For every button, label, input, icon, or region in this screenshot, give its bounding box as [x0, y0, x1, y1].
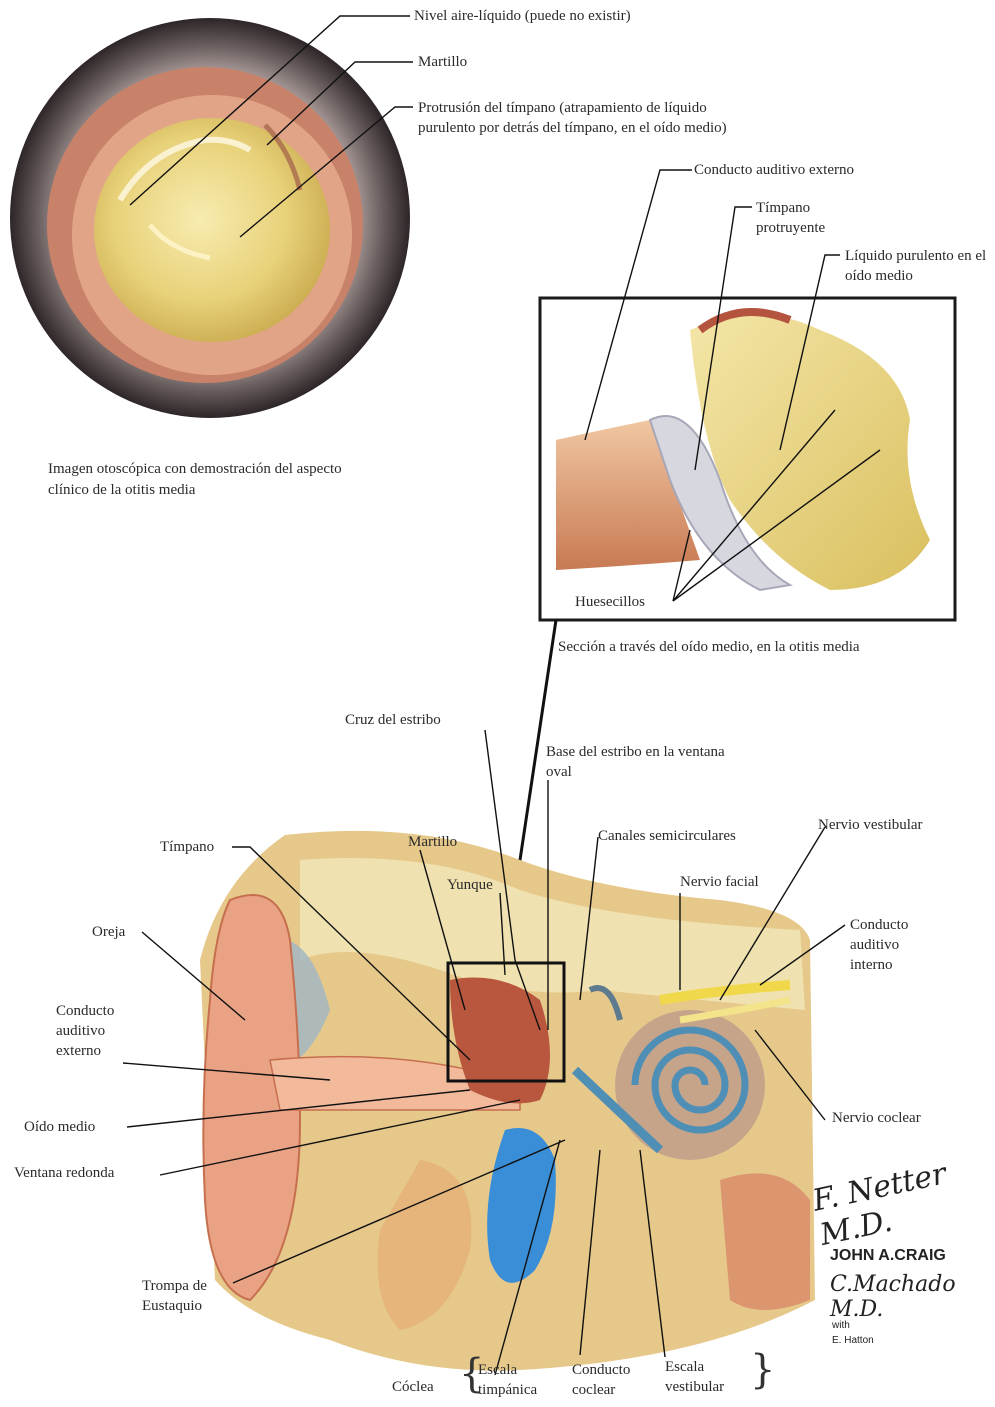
- label-external-canal-ear: Conducto auditivo externo: [56, 1001, 151, 1061]
- label-incus: Yunque: [447, 875, 493, 895]
- label-round-window: Ventana redonda: [14, 1163, 114, 1183]
- right-brace-icon: }: [750, 1350, 775, 1390]
- label-cochlear-nerve: Nervio coclear: [832, 1108, 921, 1128]
- ear-cross-section: [200, 831, 815, 1371]
- label-auricle: Oreja: [92, 922, 125, 942]
- signature-machado: C.Machado M.D.: [830, 1272, 995, 1322]
- caption-section: Sección a través del oído medio, en la o…: [558, 637, 988, 658]
- label-cochlear-duct: Conducto coclear: [572, 1360, 662, 1400]
- label-scala-tympani: Escala timpánica: [478, 1360, 548, 1400]
- label-external-canal-section: Conducto auditivo externo: [694, 160, 854, 180]
- label-ossicles: Huesecillos: [575, 592, 645, 612]
- label-stapes-footplate: Base del estribo en la ventana oval: [546, 742, 736, 782]
- label-internal-canal: Conducto auditivo interno: [850, 915, 940, 975]
- otoscopic-view: [10, 18, 410, 418]
- label-vestibular-nerve: Nervio vestibular: [818, 815, 923, 835]
- bulging-eardrum: [94, 118, 330, 342]
- signature-with: with: [832, 1320, 850, 1331]
- label-malleus-ear: Martillo: [408, 832, 457, 852]
- label-bulging-tympanum: Protrusión del tímpano (atrapamiento de …: [418, 98, 738, 138]
- middle-ear-section: [540, 298, 955, 620]
- caption-otoscopic: Imagen otoscópica con demostración del a…: [48, 459, 368, 501]
- label-cochlea: Cóclea: [392, 1377, 434, 1397]
- label-stapes-crura: Cruz del estribo: [345, 710, 441, 730]
- label-tympanum: Tímpano: [160, 837, 214, 857]
- label-bulging-tm: Tímpano protruyente: [756, 198, 876, 238]
- signature-hatton: E. Hatton: [832, 1335, 874, 1346]
- label-air-fluid-level: Nivel aire-líquido (puede no existir): [414, 6, 631, 26]
- label-scala-vestibuli: Escala vestibular: [665, 1357, 755, 1397]
- label-semicircular-canals: Canales semicirculares: [598, 826, 736, 846]
- label-purulent-fluid: Líquido purulento en el oído medio: [845, 246, 993, 286]
- label-middle-ear: Oído medio: [24, 1117, 95, 1137]
- label-malleus-otoscope: Martillo: [418, 52, 467, 72]
- label-facial-nerve: Nervio facial: [680, 872, 759, 892]
- signature-craig: JOHN A.CRAIG: [830, 1247, 946, 1265]
- label-eustachian-tube: Trompa de Eustaquio: [142, 1276, 237, 1316]
